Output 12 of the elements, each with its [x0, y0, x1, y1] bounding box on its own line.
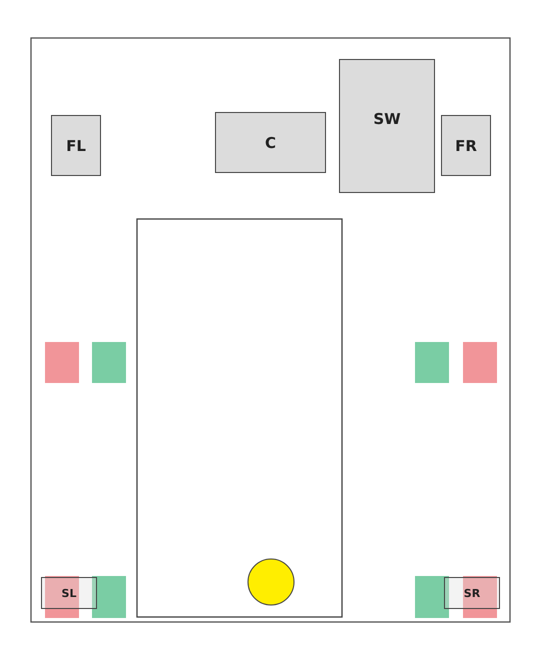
speaker-label: C	[264, 134, 276, 152]
speaker-box	[339, 59, 435, 193]
speaker-label: SR	[464, 586, 480, 600]
speaker-label: FL	[66, 136, 86, 154]
speaker-box	[41, 577, 97, 609]
speaker-box	[441, 115, 491, 176]
speaker-label: FR	[455, 136, 477, 154]
speaker-box	[215, 112, 326, 173]
speaker-box	[444, 577, 500, 609]
speaker-label: SW	[373, 110, 401, 128]
speaker-label: SL	[62, 586, 76, 600]
speaker-box	[51, 115, 101, 176]
